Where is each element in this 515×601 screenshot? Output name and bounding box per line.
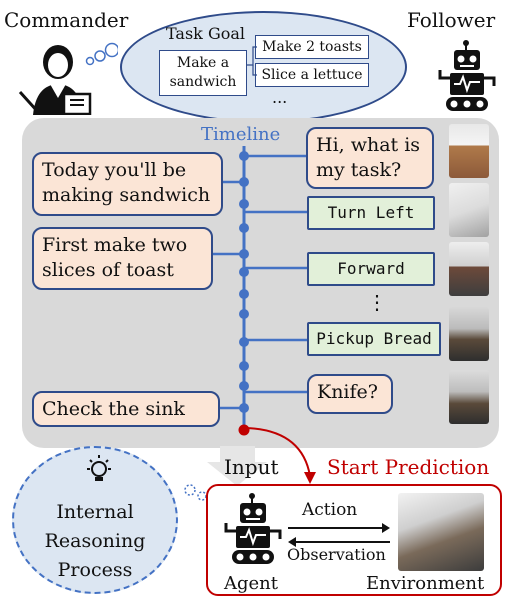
reasoning-label: Internal Reasoning Process xyxy=(44,501,146,581)
robot-icon xyxy=(438,40,496,111)
scene-thumbnail xyxy=(449,183,489,237)
start-prediction-label: Start Prediction xyxy=(327,455,490,479)
action-box: Turn Left xyxy=(307,196,435,230)
task-goal-title: Task Goal xyxy=(166,24,246,43)
subtask-box: Slice a lettuce xyxy=(255,63,369,87)
subtask-more: ... xyxy=(272,88,288,107)
follower-message: Knife? xyxy=(307,374,393,414)
timeline-axis xyxy=(238,146,250,436)
commander-label: Commander xyxy=(4,8,129,32)
scene-thumbnail xyxy=(449,242,489,296)
goal-root-box: Make a sandwich xyxy=(159,50,247,96)
environment-label: Environment xyxy=(366,573,485,594)
action-label: Action xyxy=(302,500,358,520)
ellipsis: ⋮ xyxy=(367,290,387,314)
scene-thumbnail xyxy=(449,370,489,424)
scene-thumbnail xyxy=(449,307,489,361)
follower-label: Follower xyxy=(407,8,496,32)
commander-message: First make two slices of toast xyxy=(32,227,213,290)
action-box: Pickup Bread xyxy=(307,322,441,356)
scene-thumbnail xyxy=(449,124,489,178)
subtask-box: Make 2 toasts xyxy=(255,35,369,59)
start-prediction-arrow xyxy=(245,427,316,484)
reasoning-cloud xyxy=(12,446,178,594)
timeline-label: Timeline xyxy=(201,124,281,145)
commander-message: Today you'll be making sandwich xyxy=(32,152,223,216)
input-label: Input xyxy=(224,455,279,479)
goal-connector xyxy=(247,46,257,76)
environment-image xyxy=(398,493,484,571)
commander-icon xyxy=(18,42,118,115)
action-box: Forward xyxy=(307,252,435,286)
follower-message: Hi, what is my task? xyxy=(306,127,434,189)
agent-robot-icon xyxy=(224,493,282,564)
observation-label: Observation xyxy=(287,545,386,564)
lightbulb-icon xyxy=(87,455,111,481)
commander-message: Check the sink xyxy=(32,391,220,427)
agent-label: Agent xyxy=(224,573,278,594)
action-observation-arrows xyxy=(288,523,390,547)
input-arrow xyxy=(207,446,267,486)
